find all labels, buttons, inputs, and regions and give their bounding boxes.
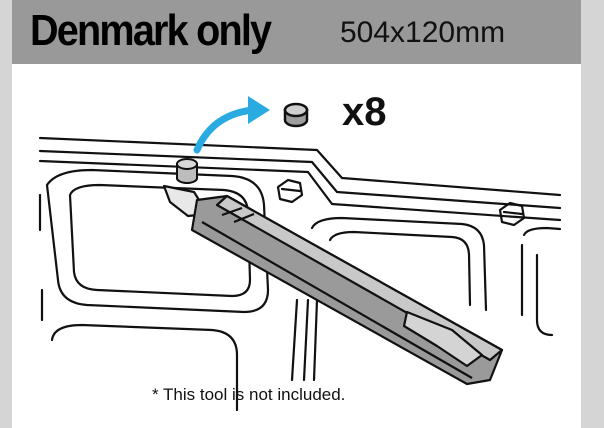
size-label: 504x120mm bbox=[340, 16, 506, 49]
utility-knife-icon bbox=[162, 184, 504, 386]
quantity-label: x8 bbox=[342, 90, 387, 134]
illustration bbox=[38, 96, 562, 412]
plug-icon bbox=[176, 158, 198, 184]
page-title: Denmark only bbox=[30, 6, 272, 55]
curved-arrow-icon bbox=[193, 96, 270, 154]
plug-cap-icon bbox=[283, 102, 309, 128]
instruction-panel: Denmark only 504x120mm bbox=[12, 0, 581, 428]
header-bar: Denmark only 504x120mm bbox=[12, 0, 581, 64]
footnote: * This tool is not included. bbox=[152, 385, 346, 404]
